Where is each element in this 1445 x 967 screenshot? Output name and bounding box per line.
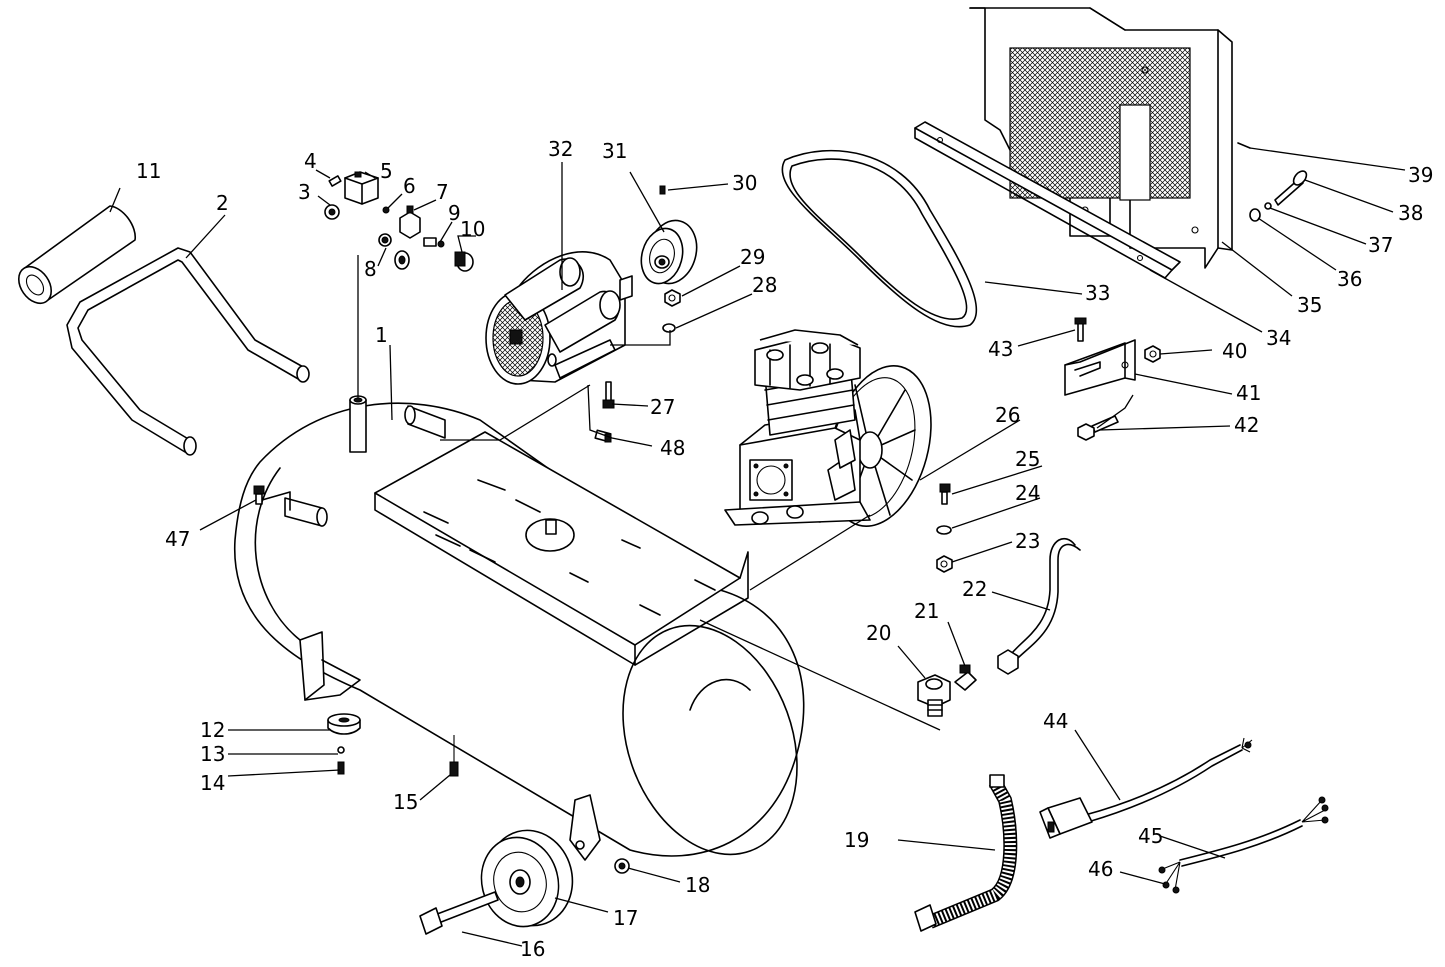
part-label-33: 33	[1085, 281, 1110, 305]
part-label-8: 8	[364, 257, 377, 281]
part-label-14: 14	[200, 771, 225, 795]
part-label-48: 48	[660, 436, 685, 460]
rubber-foot	[327, 713, 361, 775]
part-label-16: 16	[520, 937, 545, 961]
pressure-switch-assembly	[324, 171, 474, 272]
part-label-42: 42	[1234, 413, 1259, 437]
part-label-34: 34	[1266, 326, 1291, 350]
compressor-pump	[724, 329, 932, 527]
motor-mount-bracket	[1064, 339, 1136, 396]
guard-bracket	[914, 121, 1181, 279]
leader-lines	[109, 147, 1406, 947]
part-label-23: 23	[1015, 529, 1040, 553]
drain-valve	[449, 735, 459, 777]
part-label-3: 3	[298, 180, 311, 204]
motor-washer	[662, 323, 676, 333]
part-label-10: 10	[460, 217, 485, 241]
part-label-47: 47	[165, 527, 190, 551]
part-label-2: 2	[216, 191, 229, 215]
drive-belt	[781, 149, 978, 328]
part-label-19: 19	[844, 828, 869, 852]
guard-bolt	[1274, 170, 1308, 206]
part-label-41: 41	[1236, 381, 1261, 405]
motor-platform	[374, 431, 749, 666]
part-label-40: 40	[1222, 339, 1247, 363]
part-label-17: 17	[613, 906, 638, 930]
power-cord	[1039, 737, 1253, 839]
part-label-26: 26	[995, 403, 1020, 427]
part-label-4: 4	[304, 149, 317, 173]
part-label-6: 6	[403, 174, 416, 198]
belt-guard	[969, 7, 1233, 269]
part-label-45: 45	[1138, 824, 1163, 848]
part-label-5: 5	[380, 159, 393, 183]
part-label-37: 37	[1368, 233, 1393, 257]
handle	[66, 247, 310, 456]
electric-motor	[485, 251, 633, 385]
part-label-21: 21	[914, 599, 939, 623]
tank-front-foot	[299, 631, 361, 701]
part-label-1: 1	[375, 323, 388, 347]
part-label-24: 24	[1015, 481, 1040, 505]
part-label-18: 18	[685, 873, 710, 897]
tank-rear-foot	[569, 794, 601, 861]
part-label-9: 9	[448, 201, 461, 225]
part-label-31: 31	[602, 139, 627, 163]
part-label-11: 11	[136, 159, 161, 183]
part-label-30: 30	[732, 171, 757, 195]
motor-wire	[1158, 796, 1329, 894]
part-label-39: 39	[1408, 163, 1433, 187]
guard-lock-washer	[1264, 202, 1272, 210]
mount-long-bolt	[1077, 415, 1119, 441]
set-screw	[659, 185, 666, 195]
guard-washer	[1249, 208, 1261, 222]
part-label-46: 46	[1088, 857, 1113, 881]
air-hose	[914, 774, 1018, 932]
part-label-12: 12	[200, 718, 225, 742]
pump-washer	[936, 525, 952, 535]
part-label-38: 38	[1398, 201, 1423, 225]
part-label-22: 22	[962, 577, 987, 601]
axle-bolt	[419, 891, 499, 935]
part-label-15: 15	[393, 790, 418, 814]
part-label-35: 35	[1297, 293, 1322, 317]
part-label-36: 36	[1337, 267, 1362, 291]
mount-nut	[1144, 345, 1161, 363]
pump-bolt	[939, 483, 951, 505]
part-label-13: 13	[200, 742, 225, 766]
motor-pulley	[640, 219, 698, 285]
air-tank	[234, 395, 805, 857]
part-label-32: 32	[548, 137, 573, 161]
part-label-27: 27	[650, 395, 675, 419]
part-label-7: 7	[436, 180, 449, 204]
check-valve	[917, 674, 951, 717]
part-label-20: 20	[866, 621, 891, 645]
part-label-29: 29	[740, 245, 765, 269]
part-label-43: 43	[988, 337, 1013, 361]
part-label-28: 28	[752, 273, 777, 297]
part-label-25: 25	[1015, 447, 1040, 471]
part-number-labels: 1 2 3 4 5 6 7 8 9 10 11 12 13 14 15 16 1…	[136, 137, 1433, 961]
wheel	[480, 829, 574, 928]
motor-nut	[664, 289, 681, 307]
handle-screw	[253, 485, 265, 505]
wheel-nut	[614, 858, 630, 874]
elbow-fitting	[954, 664, 977, 691]
part-label-44: 44	[1043, 709, 1068, 733]
guard-pin	[1237, 142, 1251, 149]
discharge-tube	[997, 537, 1081, 675]
pump-nut	[936, 555, 953, 573]
mount-bolt	[1074, 317, 1087, 342]
